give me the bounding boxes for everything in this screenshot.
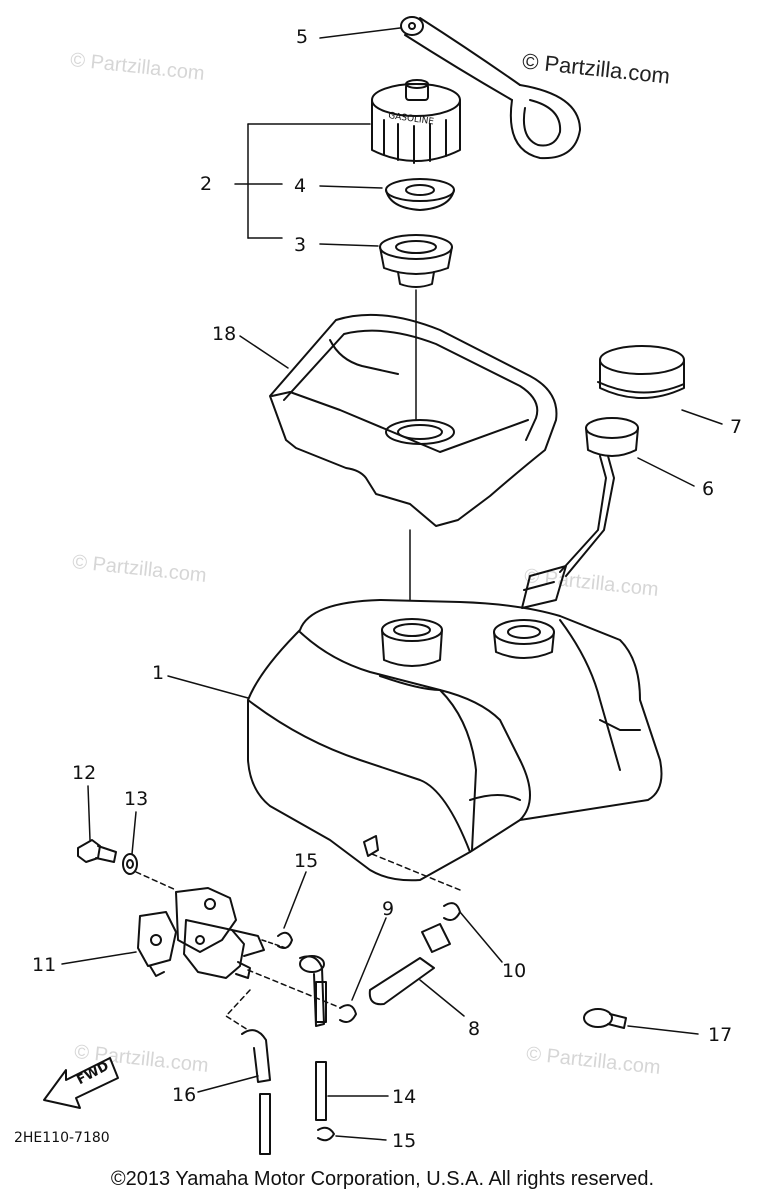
callout-13[interactable]: 13 — [124, 788, 149, 810]
fuel-cap — [371, 79, 461, 164]
callout-12[interactable]: 12 — [72, 762, 97, 784]
bolt — [77, 839, 117, 863]
callout-3[interactable]: 3 — [294, 234, 307, 256]
callout-10[interactable]: 10 — [502, 960, 527, 982]
filler-neck — [379, 234, 453, 288]
fuel-hose-8 — [368, 923, 451, 1006]
drawing-code: 2HE110-7180 — [14, 1130, 110, 1146]
callout-11[interactable]: 11 — [32, 954, 57, 976]
callout-8[interactable]: 8 — [468, 1018, 481, 1040]
hose-clip-upper — [277, 931, 293, 949]
callout-4[interactable]: 4 — [294, 175, 307, 197]
callout-15-lower[interactable]: 15 — [392, 1130, 417, 1152]
hose-clamp — [583, 1008, 627, 1029]
callout-2[interactable]: 2 — [200, 173, 213, 195]
fwd-arrow — [43, 1057, 119, 1109]
copyright-notice: ©2013 Yamaha Motor Corporation, U.S.A. A… — [110, 1168, 655, 1190]
washer — [122, 853, 138, 875]
fuel-tank — [247, 599, 663, 882]
cap-gasket — [385, 178, 455, 211]
level-gauge — [521, 417, 639, 609]
callout-5[interactable]: 5 — [296, 26, 309, 48]
callout-17[interactable]: 17 — [708, 1024, 733, 1046]
callout-16[interactable]: 16 — [172, 1084, 197, 1106]
hose-clip-lower — [317, 1126, 335, 1142]
hose-clip-10 — [443, 902, 461, 921]
fuel-hose-16 — [241, 1029, 271, 1155]
callout-1[interactable]: 1 — [152, 662, 165, 684]
cap-strap — [400, 16, 581, 160]
callout-6[interactable]: 6 — [702, 478, 715, 500]
callout-7[interactable]: 7 — [730, 416, 743, 438]
gauge-cap — [597, 345, 685, 399]
cap-lettering: GASOLINE — [388, 111, 435, 127]
callout-9[interactable]: 9 — [382, 898, 395, 920]
callout-18[interactable]: 18 — [212, 323, 237, 345]
callout-14[interactable]: 14 — [392, 1086, 417, 1108]
fuel-cock — [137, 887, 265, 979]
fuel-hose-14 — [299, 955, 327, 1121]
hose-clip-9 — [339, 1004, 357, 1023]
tank-cover — [269, 313, 558, 527]
callout-15[interactable]: 15 — [294, 850, 319, 872]
